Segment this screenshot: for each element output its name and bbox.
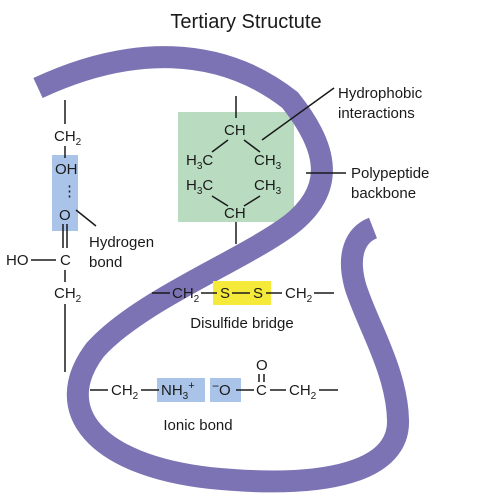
- ch2-disulfide-left: CH2: [172, 285, 200, 305]
- c-left: C: [60, 252, 71, 269]
- backbone-label-2: backbone: [351, 185, 416, 202]
- h3c-bottom: H3C: [186, 177, 213, 197]
- ch2-ionic-right: CH2: [289, 382, 317, 402]
- ionic-box-o: [210, 378, 241, 402]
- ho-group: HO: [6, 252, 29, 269]
- hbond-dots: ⋮: [62, 183, 77, 200]
- polypeptide-backbone: [33, 46, 409, 493]
- oh-group: OH: [55, 161, 78, 178]
- o-hbond: O: [59, 207, 71, 224]
- bond-line: [211, 195, 229, 207]
- nh3-group: NH3+: [161, 380, 195, 402]
- ch2-left-bottom: CH2: [54, 285, 82, 305]
- o-minus-group: −O: [212, 379, 231, 399]
- ch2-disulfide-right: CH2: [285, 285, 313, 305]
- bond-line: [243, 195, 261, 207]
- s-left: S: [220, 285, 230, 302]
- ionic-label: Ionic bond: [163, 417, 232, 434]
- disulfide-label: Disulfide bridge: [190, 315, 293, 332]
- ch3-top: CH3: [254, 152, 282, 172]
- backbone-label-1: Polypeptide: [351, 165, 429, 182]
- c-ionic: C: [256, 382, 267, 399]
- ch2-left-top: CH2: [54, 128, 82, 148]
- hydrogen-box: [52, 155, 78, 231]
- bond-line: [243, 139, 261, 153]
- bond-line: [211, 139, 229, 153]
- hydrophobic-pointer: [261, 87, 335, 141]
- o-carbonyl: O: [256, 357, 268, 374]
- ch3-bottom: CH3: [254, 177, 282, 197]
- diagram-title: Tertiary Structute: [170, 11, 321, 33]
- ionic-box-nh3: [157, 378, 205, 402]
- ch-bottom: CH: [224, 205, 246, 222]
- ch2-ionic-left: CH2: [111, 382, 139, 402]
- h3c-top: H3C: [186, 152, 213, 172]
- hydrogen-pointer: [75, 209, 97, 227]
- ch-top: CH: [224, 122, 246, 139]
- s-right: S: [253, 285, 263, 302]
- hydrophobic-label-1: Hydrophobic: [338, 85, 423, 102]
- hydrogen-bond-label-2: bond: [89, 254, 122, 271]
- hydrophobic-label-2: interactions: [338, 105, 415, 122]
- hydrogen-bond-label-1: Hydrogen: [89, 234, 154, 251]
